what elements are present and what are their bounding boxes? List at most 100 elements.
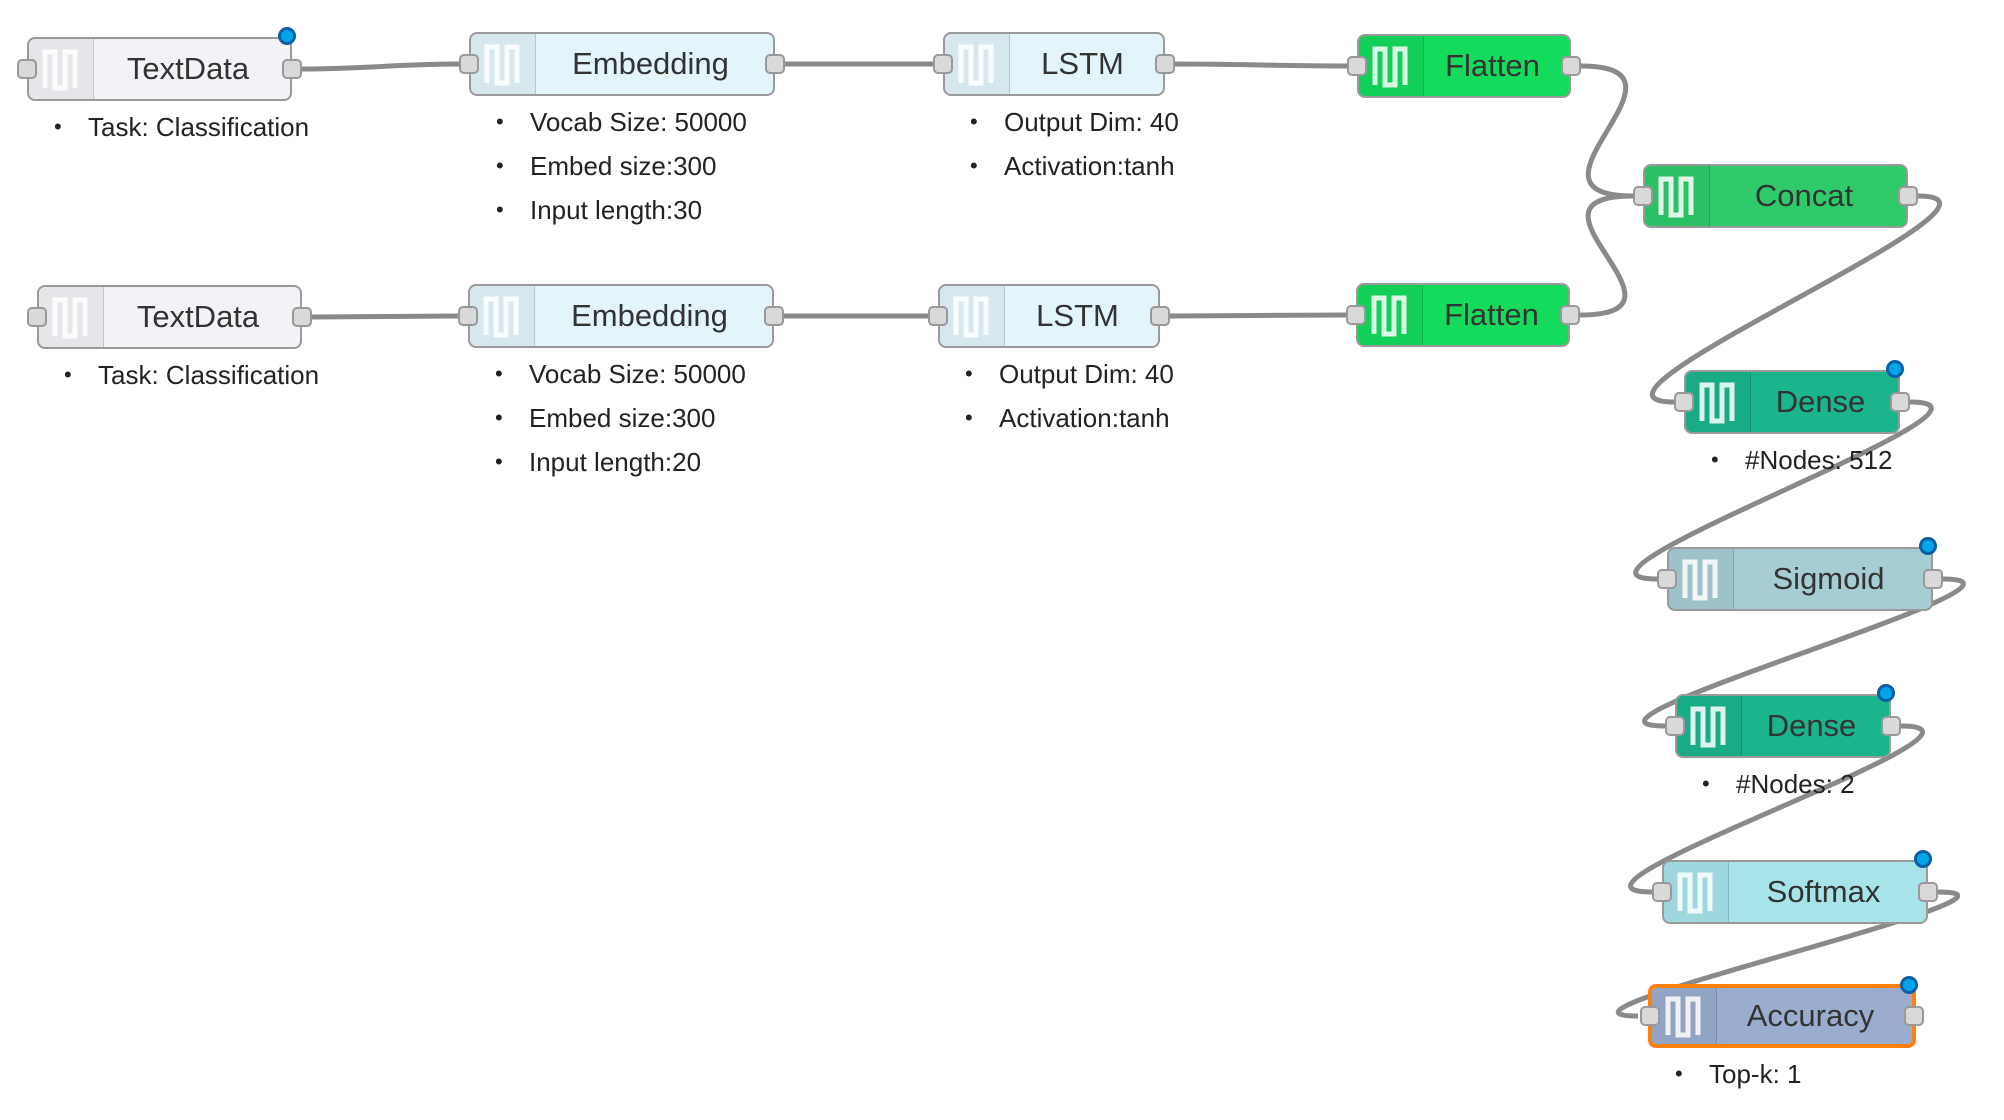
output-port[interactable] [765,54,785,74]
wave-icon [1677,872,1713,914]
node-properties: #Nodes: 2 [1700,762,1855,806]
node-fl2[interactable]: Flatten [1346,283,1580,347]
input-port[interactable] [1674,392,1694,412]
input-port[interactable] [1652,882,1672,902]
wave-icon [1699,382,1735,424]
property-item: Output Dim: 40 [963,352,1174,396]
node-lstm2[interactable]: LSTM [928,284,1170,348]
node-icon-box [471,34,536,94]
output-port[interactable] [1898,186,1918,206]
property-item: Input length:30 [494,188,747,232]
wave-icon [1372,46,1408,88]
wave-icon [1665,996,1701,1038]
wire-concat-dense1[interactable] [1650,193,1942,405]
node-dense1[interactable]: Dense [1674,360,1910,434]
property-item: Input length:20 [493,440,746,484]
node-icon-box [1652,988,1717,1044]
node-dense2[interactable]: Dense [1665,684,1901,758]
node-label: Sigmoid [1772,561,1885,596]
wire-td2-emb2[interactable] [311,313,459,320]
input-port[interactable] [1347,56,1367,76]
wave-icon [483,296,519,338]
output-port[interactable] [1923,569,1943,589]
node-fl1[interactable]: Flatten [1347,34,1581,98]
wire-td1-emb1[interactable] [301,61,460,72]
wire-lstm1-fl1[interactable] [1174,61,1348,69]
input-port[interactable] [928,306,948,326]
status-dot [1919,537,1937,555]
wire-sigmoid-dense2[interactable] [1642,576,1966,729]
input-port[interactable] [27,307,47,327]
wire-dense2-softmax[interactable] [1628,723,1925,895]
input-port[interactable] [1633,186,1653,206]
output-port[interactable] [1881,716,1901,736]
node-icon-box [1669,549,1734,609]
node-label: Dense [1766,708,1857,743]
property-item: #Nodes: 512 [1709,438,1892,482]
node-properties: Vocab Size: 50000Embed size:300Input len… [493,352,746,484]
output-port[interactable] [282,59,302,79]
input-port[interactable] [1640,1006,1660,1026]
property-item: Top-k: 1 [1673,1052,1802,1096]
property-item: #Nodes: 2 [1700,762,1855,806]
output-port[interactable] [292,307,312,327]
property-item: Vocab Size: 50000 [494,100,747,144]
output-port[interactable] [1560,305,1580,325]
wire-lstm2-fl2[interactable] [1169,312,1347,319]
property-item: Embed size:300 [494,144,747,188]
node-properties: Task: Classification [52,105,309,149]
node-softmax[interactable]: Softmax [1652,850,1938,924]
node-label: Flatten [1445,48,1540,83]
status-dot [278,27,296,45]
node-icon-box [1686,372,1751,432]
property-item: Output Dim: 40 [968,100,1179,144]
node-emb1[interactable]: Embedding [459,32,785,96]
wave-icon [958,44,994,86]
output-port[interactable] [1890,392,1910,412]
status-dot [1914,850,1932,868]
node-label: Flatten [1444,297,1539,332]
input-port[interactable] [459,54,479,74]
node-icon-box [29,39,94,99]
property-item: Activation:tanh [963,396,1174,440]
output-port[interactable] [1150,306,1170,326]
node-icon-box [1664,862,1729,922]
property-item: Task: Classification [62,353,319,397]
node-td1[interactable]: TextData [17,27,302,101]
node-icon-box [1645,166,1710,226]
input-port[interactable] [458,306,478,326]
output-port[interactable] [1561,56,1581,76]
node-concat[interactable]: Concat [1633,164,1918,228]
wire-fl2-concat[interactable] [1579,193,1634,318]
wire-fl1-concat[interactable] [1580,63,1634,199]
node-lstm1[interactable]: LSTM [933,32,1175,96]
node-icon-box [470,286,535,346]
node-accuracy[interactable]: Accuracy [1640,976,1924,1048]
node-sigmoid[interactable]: Sigmoid [1657,537,1943,611]
property-item: Activation:tanh [968,144,1179,188]
wire-dense1-sigmoid[interactable] [1633,399,1934,582]
wave-icon [52,297,88,339]
node-label: Embedding [572,46,729,81]
status-dot [1900,976,1918,994]
output-port[interactable] [1918,882,1938,902]
input-port[interactable] [933,54,953,74]
node-properties: Output Dim: 40Activation:tanh [963,352,1174,440]
property-item: Embed size:300 [493,396,746,440]
wire-softmax-accuracy[interactable] [1615,889,1961,1019]
wave-icon [484,44,520,86]
node-properties: Output Dim: 40Activation:tanh [968,100,1179,188]
input-port[interactable] [17,59,37,79]
node-td2[interactable]: TextData [27,285,312,349]
output-port[interactable] [1155,54,1175,74]
input-port[interactable] [1657,569,1677,589]
output-port[interactable] [764,306,784,326]
wave-icon [1682,559,1718,601]
node-emb2[interactable]: Embedding [458,284,784,348]
input-port[interactable] [1346,305,1366,325]
output-port[interactable] [1904,1006,1924,1026]
input-port[interactable] [1665,716,1685,736]
node-label: Concat [1754,178,1854,213]
